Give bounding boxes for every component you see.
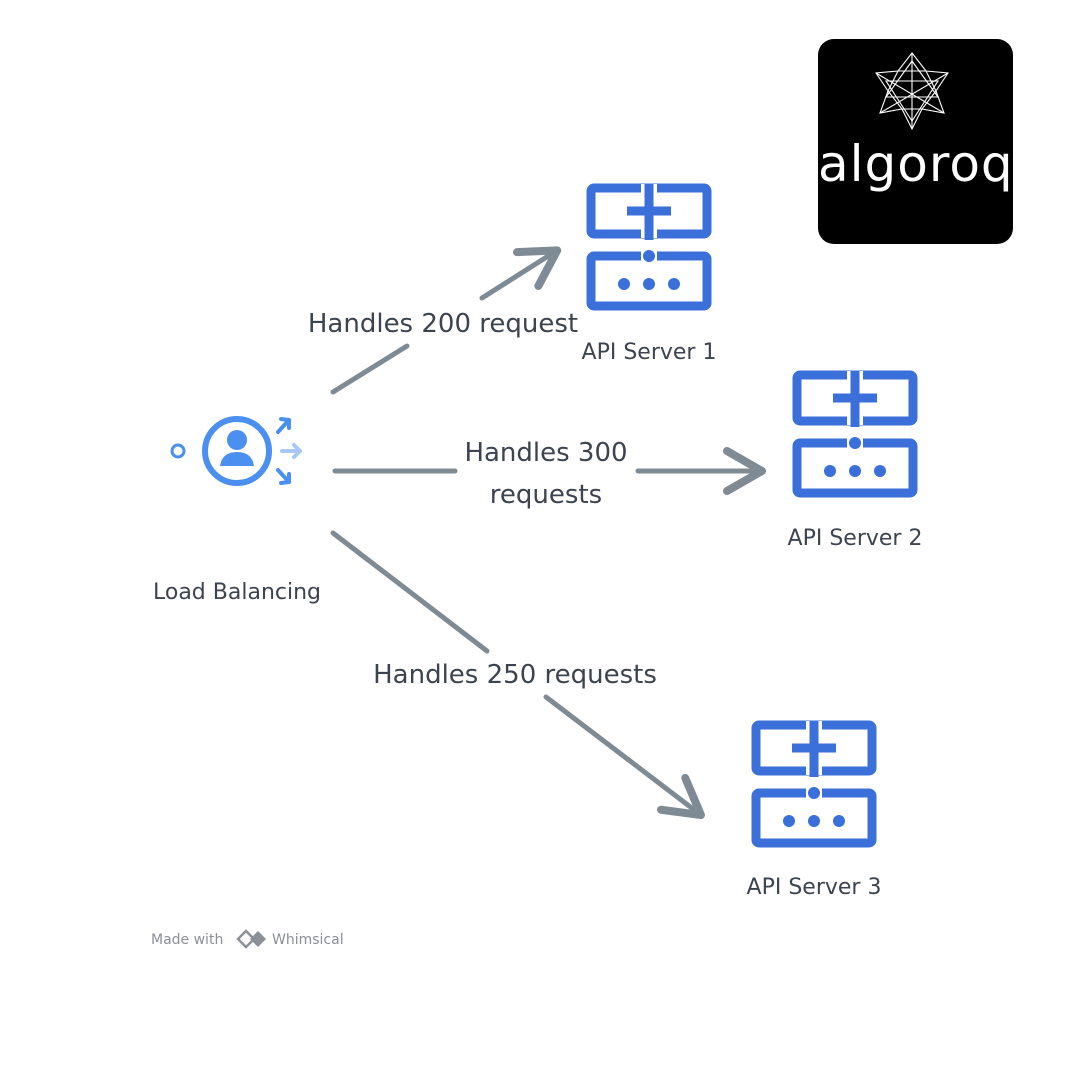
load-balancer-node: Load Balancing: [153, 416, 321, 605]
made-with-whimsical: Made with Whimsical: [151, 929, 344, 949]
star-polyhedron-icon: [875, 52, 949, 131]
edge-label: requests: [490, 480, 602, 510]
server-icon: [756, 721, 872, 843]
api-server-1: API Server 1: [582, 184, 717, 365]
edge-server-2: Handles 300 requests: [332, 438, 766, 510]
made-with-text: Made with: [151, 932, 223, 948]
edge-server-1: Handles 200 request: [308, 246, 578, 395]
whimsical-brand-text: Whimsical: [272, 932, 344, 948]
logo-wordmark: algoroq: [818, 135, 1014, 193]
edge-label: Handles 300: [464, 438, 627, 468]
load-balancer-user-icon: [170, 416, 302, 486]
load-balancer-label: Load Balancing: [153, 580, 321, 605]
api-server-2: API Server 2: [788, 371, 923, 551]
server-label: API Server 1: [582, 340, 717, 365]
api-server-3: API Server 3: [747, 721, 882, 900]
algoroq-logo: algoroq: [818, 39, 1013, 244]
whimsical-logo-icon: [236, 929, 266, 949]
edge-server-3: Handles 250 requests: [330, 530, 705, 820]
edge-label: Handles 250 requests: [373, 660, 657, 690]
server-label: API Server 3: [747, 875, 882, 900]
server-icon: [797, 371, 913, 493]
server-label: API Server 2: [788, 526, 923, 551]
edge-label: Handles 200 request: [308, 309, 578, 339]
server-icon: [591, 184, 707, 306]
